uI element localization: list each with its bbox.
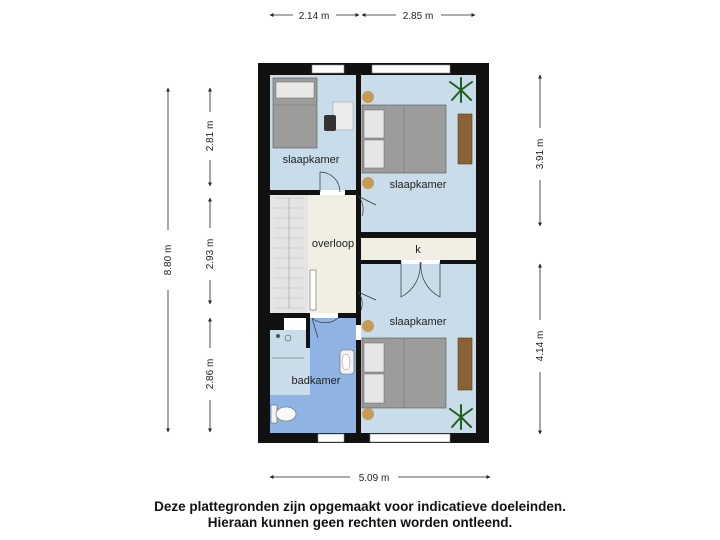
dresser-bottom xyxy=(457,337,473,391)
dimension-lines xyxy=(166,13,542,479)
nightstand-bottom-2 xyxy=(362,408,374,420)
railing xyxy=(309,269,317,311)
floor-plan: 2.14 m 2.85 m 8.80 m 2.81 m 2.93 m 2.86 … xyxy=(163,11,546,484)
plant-icon-top xyxy=(449,77,473,103)
label-bedroom-top: slaapkamer xyxy=(390,179,447,191)
sink xyxy=(339,349,355,375)
single-bed xyxy=(272,77,318,149)
dim-bottom-width: 5.09 m xyxy=(359,473,390,484)
nightstand-top-2 xyxy=(362,177,374,189)
double-bed-top xyxy=(361,104,447,174)
nightstand-top-1 xyxy=(362,91,374,103)
door-swings xyxy=(311,171,441,339)
label-bedroom-small: slaapkamer xyxy=(283,154,340,166)
double-bed-bottom xyxy=(361,337,447,409)
disclaimer-line-1: Deze plattegronden zijn opgemaakt voor i… xyxy=(154,499,566,514)
dim-overall-height: 8.80 m xyxy=(163,245,174,276)
desk xyxy=(324,101,354,131)
dim-right-lower: 4.14 m xyxy=(535,331,546,362)
label-bedroom-bottom: slaapkamer xyxy=(390,316,447,328)
dresser-top xyxy=(457,113,473,165)
label-closet: k xyxy=(415,244,421,256)
plant-icon-bottom xyxy=(449,404,473,430)
disclaimer-line-2: Hieraan kunnen geen rechten worden ontle… xyxy=(207,515,513,530)
shower xyxy=(272,334,304,359)
windows xyxy=(311,64,451,443)
room-bathroom-shower xyxy=(270,330,310,395)
nightstand-bottom-1 xyxy=(362,320,374,332)
dim-left-upper: 2.81 m xyxy=(205,121,216,152)
dim-left-lower: 2.86 m xyxy=(205,359,216,390)
dim-left-middle: 2.93 m xyxy=(205,239,216,270)
room-closet xyxy=(361,238,476,260)
dim-right-upper: 3.91 m xyxy=(535,139,546,170)
label-bathroom: badkamer xyxy=(292,375,341,387)
toilet xyxy=(270,404,297,424)
dim-top-right: 2.85 m xyxy=(403,11,434,22)
staircase xyxy=(274,197,304,309)
label-landing: overloop xyxy=(312,238,354,250)
dim-top-left: 2.14 m xyxy=(299,11,330,22)
